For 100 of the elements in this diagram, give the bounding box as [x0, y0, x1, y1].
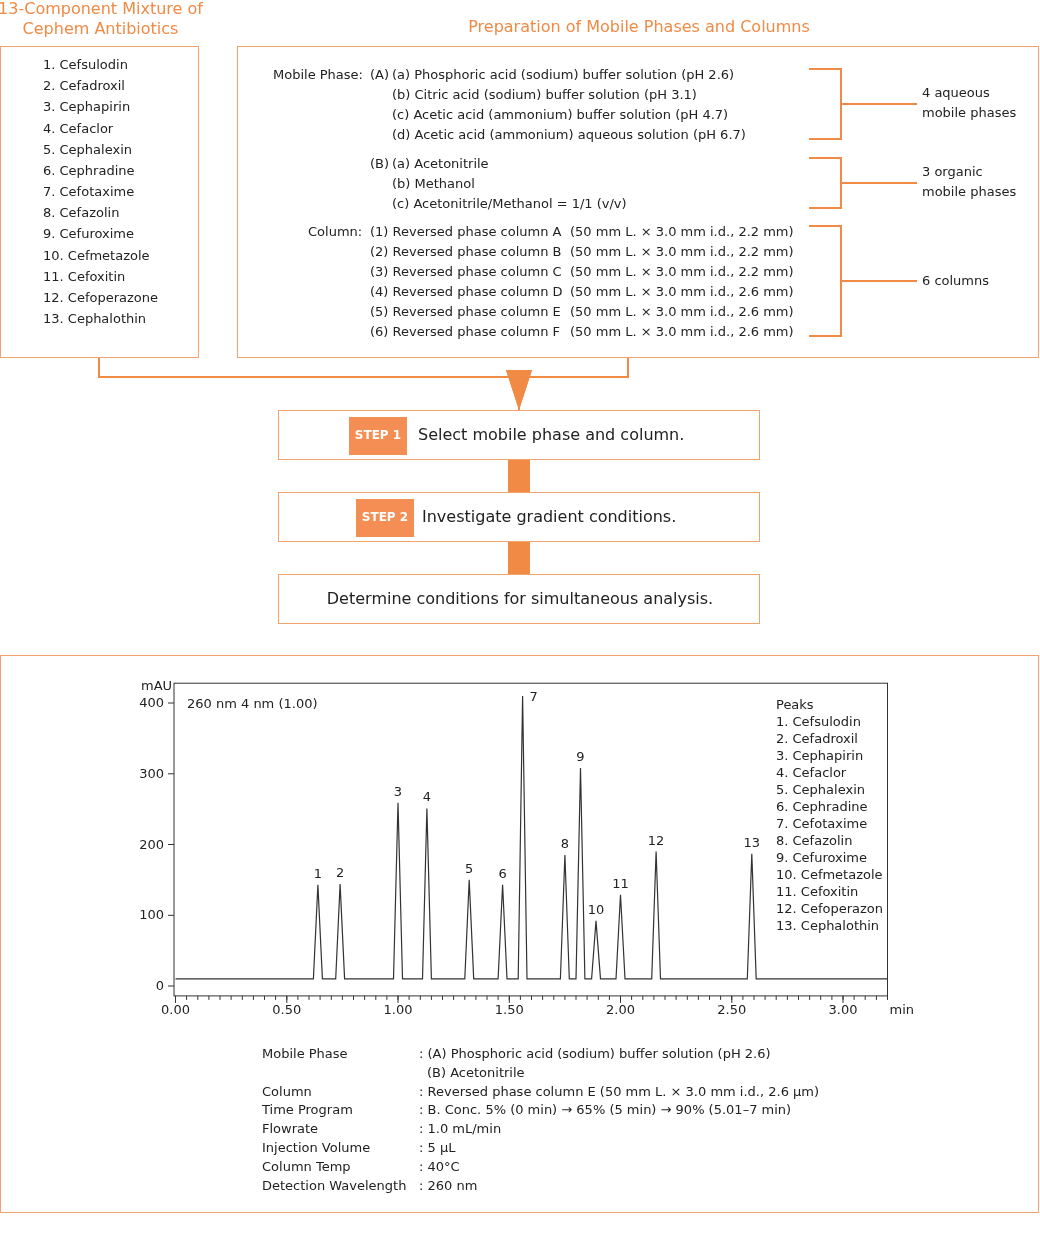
list-item: 3. Cephapirin	[43, 98, 131, 117]
peak-list-item: 3. Cephapirin	[776, 748, 864, 764]
peak-list-item: 7. Cefotaxime	[776, 816, 868, 832]
detector-note: 260 nm 4 nm (1.00)	[187, 696, 318, 712]
tick-label: 2.00	[606, 1002, 635, 1018]
list-item: (c) Acetonitrile/Methanol = 1/1 (v/v)	[392, 195, 627, 213]
peak-list-item: 6. Cephradine	[776, 799, 868, 815]
list-item: (3) Reversed phase column C	[370, 263, 562, 281]
condition-label: Flowrate	[262, 1120, 319, 1139]
tick-label: 400	[139, 695, 164, 711]
condition-value: (B) Acetonitrile	[427, 1063, 525, 1082]
list-item: (b) Methanol	[392, 175, 475, 193]
tick-label: 0.50	[272, 1002, 302, 1018]
peak-number: 7	[529, 688, 538, 705]
condition-label: Column Temp	[262, 1157, 351, 1176]
condition-value: : 5 µL	[419, 1139, 456, 1157]
list-item: 13. Cephalothin	[43, 310, 147, 329]
condition-value: : 1.0 mL/min	[419, 1120, 502, 1139]
list-item: 11. Cefoxitin	[43, 267, 126, 286]
peak-number: 9	[576, 749, 585, 766]
step-box	[278, 492, 760, 542]
condition-label: Detection Wavelength	[262, 1176, 407, 1195]
condition-label: Time Program	[262, 1101, 353, 1120]
peak-number: 12	[647, 832, 665, 849]
list-item: (50 mm L. × 3.0 mm i.d., 2.6 mm)	[570, 283, 794, 301]
tick-label: 300	[139, 765, 164, 782]
list-item: 4. Cefaclor	[43, 119, 114, 138]
tick-label: 0.00	[161, 1002, 190, 1018]
condition-value: : B. Conc. 5% (0 min) → 65% (5 min) → 90% (5.01–7 min)	[419, 1101, 792, 1120]
list-item: (a) Acetonitrile	[392, 155, 489, 173]
tick-label: 1.00	[383, 1002, 413, 1018]
list-item: (5) Reversed phase column E	[370, 303, 561, 321]
phase-label: (B)	[370, 155, 390, 173]
group-label: 6 columns	[922, 272, 990, 290]
group-label: 4 aqueous mobile phases	[922, 84, 1018, 122]
peak-list-item: 12. Cefoperazon	[776, 901, 883, 917]
step-text: Determine conditions for simultaneous analysis.	[325, 588, 715, 610]
step-badge	[349, 417, 407, 455]
list-item: 10. Cefmetazole	[43, 246, 150, 265]
condition-label: Injection Volume	[262, 1139, 371, 1157]
peak-list-item: 13. Cephalothin	[776, 918, 880, 934]
list-item: (d) Acetic acid (ammonium) aqueous solution (pH 6.7)	[392, 126, 746, 144]
condition-label: Column	[262, 1082, 312, 1101]
field-label: Mobile Phase:	[273, 66, 363, 84]
condition-value: : 40°C	[419, 1157, 460, 1176]
condition-label: Mobile Phase	[262, 1045, 348, 1063]
axis-label: mAU	[141, 678, 173, 694]
list-item: 2. Cefadroxil	[43, 77, 125, 96]
list-item: (50 mm L. × 3.0 mm i.d., 2.6 mm)	[570, 303, 794, 321]
peak-number: 8	[560, 836, 569, 853]
peak-list-item: 9. Cefuroxime	[776, 850, 867, 866]
peak-list-item: 1. Cefsulodin	[776, 714, 861, 730]
peak-number: 2	[336, 865, 345, 882]
step-text: Select mobile phase and column.	[418, 424, 685, 446]
peak-number: 1	[313, 865, 323, 882]
peak-list-item: 2. Cefadroxil	[776, 731, 858, 747]
list-item: 8. Cefazolin	[43, 204, 120, 223]
axis-label: min	[889, 1002, 914, 1018]
peak-list-item: 8. Cefazolin	[776, 833, 853, 849]
list-item: 7. Cefotaxime	[43, 183, 135, 201]
condition-value: : Reversed phase column E (50 mm L. × 3.0 mm i.d., 2.6 µm)	[419, 1082, 820, 1101]
step-label: STEP 2	[360, 509, 410, 526]
condition-value: : 260 nm	[419, 1176, 478, 1195]
group-label: 3 organic mobile phases	[922, 163, 1018, 201]
list-item: (4) Reversed phase column D	[370, 283, 563, 301]
results-panel	[0, 655, 1039, 1213]
step-label: STEP 1	[353, 427, 403, 444]
panel-heading: Preparation of Mobile Phases and Columns	[467, 17, 811, 37]
peak-number: 10	[587, 901, 605, 918]
peak-number: 3	[393, 783, 403, 800]
peak-number: 6	[498, 865, 507, 882]
list-item: (1) Reversed phase column A	[370, 223, 562, 241]
phase-label: (A)	[370, 66, 390, 84]
list-item: (50 mm L. × 3.0 mm i.d., 2.6 mm)	[570, 323, 794, 341]
tick-label: 200	[139, 836, 164, 853]
panel-heading: 13-Component Mixture of Cephem Antibiotics	[0, 0, 205, 39]
peak-list-item: 4. Cefaclor	[776, 765, 847, 781]
list-item: (50 mm L. × 3.0 mm i.d., 2.2 mm)	[570, 223, 794, 241]
list-item: 5. Cephalexin	[43, 140, 132, 159]
peak-list-item: 10. Cefmetazole	[776, 867, 883, 883]
list-item: (50 mm L. × 3.0 mm i.d., 2.2 mm)	[570, 243, 794, 261]
step-text: Investigate gradient conditions.	[422, 506, 677, 528]
peak-list-item: 11. Cefoxitin	[776, 884, 859, 900]
tick-label: 100	[139, 907, 164, 924]
list-item: 9. Cefuroxime	[43, 225, 134, 244]
peak-list-heading: Peaks	[776, 697, 814, 713]
list-item: 6. Cephradine	[43, 161, 135, 180]
condition-value: : (A) Phosphoric acid (sodium) buffer solution (pH 2.6)	[419, 1045, 771, 1063]
tick-label: 2.50	[717, 1002, 747, 1018]
list-item: (50 mm L. × 3.0 mm i.d., 2.2 mm)	[570, 263, 794, 281]
peak-list-item: 5. Cephalexin	[776, 782, 865, 798]
list-item: 12. Cefoperazone	[43, 288, 158, 307]
list-item: (6) Reversed phase column F	[370, 323, 560, 341]
tick-label: 3.00	[828, 1002, 858, 1018]
list-item: (b) Citric acid (sodium) buffer solution (pH 3.1)	[392, 86, 697, 104]
step-box	[278, 410, 760, 460]
step-badge	[356, 499, 414, 537]
peak-number: 5	[465, 860, 474, 877]
list-item: 1. Cefsulodin	[43, 56, 128, 74]
field-label: Column:	[308, 223, 363, 241]
